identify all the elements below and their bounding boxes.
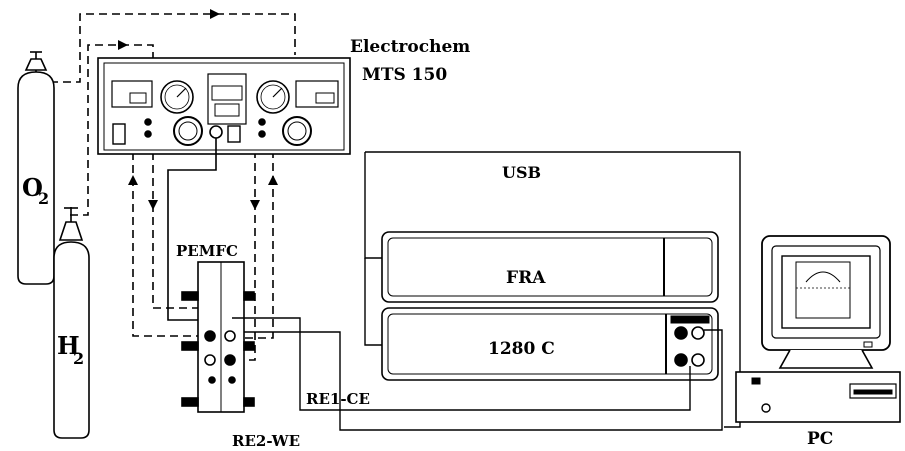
o2-cylinder (17, 51, 55, 285)
flow-arrow-icon (128, 175, 138, 185)
gas-cylinder-icon (24, 58, 48, 71)
pc-label: PC (807, 429, 833, 449)
mts150-controller (97, 57, 351, 155)
flow-arrow-icon (250, 200, 260, 210)
pemfc-cell (181, 261, 255, 413)
fra-unit (381, 231, 719, 303)
usb-label: USB (502, 163, 541, 182)
re2-we-lead (244, 329, 723, 431)
h2-subscript: 2 (73, 349, 84, 368)
potentiostat-label: 1280 C (488, 339, 555, 359)
o2-gas-line (35, 13, 296, 83)
h2-label: H (57, 331, 80, 360)
dial-gauge-icon (160, 80, 194, 114)
knob-icon (173, 116, 203, 146)
controller-name: Electrochem (350, 37, 470, 57)
flow-arrow-icon (148, 200, 158, 210)
flow-arrow-icon (210, 9, 220, 19)
cell-voltage-lead (167, 138, 217, 321)
monitor-icon (761, 235, 891, 369)
usb-link-potentiostat (364, 258, 382, 346)
cathode-outlet-line (232, 150, 274, 339)
anode-inlet-line (132, 152, 200, 337)
flow-arrow-icon (268, 175, 278, 185)
o2-subscript: 2 (38, 189, 49, 208)
computer-tower-icon (735, 371, 901, 423)
usb-link-fra (364, 152, 382, 259)
h2-cylinder (53, 207, 90, 439)
re1-ce-lead (232, 317, 691, 411)
pemfc-label: PEMFC (176, 242, 238, 260)
fra-label: FRA (506, 268, 546, 288)
re1-ce-label: RE1-CE (306, 390, 370, 408)
potentiostat-unit (381, 307, 719, 381)
knob-icon (282, 116, 312, 146)
pc-computer (735, 235, 901, 423)
anode-outlet-line (152, 152, 200, 309)
flow-arrows (118, 9, 278, 210)
gas-cylinder-icon (58, 221, 84, 241)
re2-we-label: RE2-WE (232, 432, 300, 450)
h2-gas-line (70, 44, 154, 216)
controller-model: MTS 150 (362, 65, 447, 85)
usb-cable (365, 151, 741, 428)
o2-label: O (22, 173, 43, 202)
dial-gauge-icon (256, 80, 290, 114)
flow-arrow-icon (118, 40, 128, 50)
